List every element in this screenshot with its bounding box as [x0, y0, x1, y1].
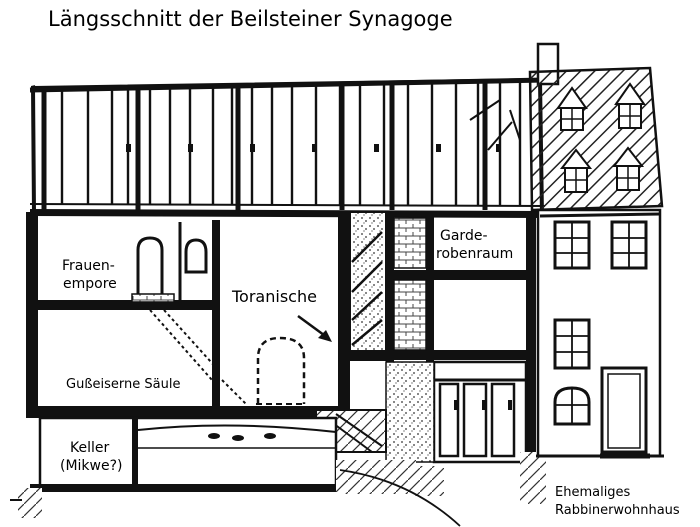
roof-structure: [29, 77, 546, 219]
gallery-stair: [149, 309, 247, 405]
torah-niche: [256, 336, 306, 405]
label-toranische: Toranische: [231, 287, 317, 306]
gallery-railing: [131, 293, 175, 303]
labels: Frauen- empore Toranische Garde- robenra…: [60, 228, 680, 518]
ground-hatch: [10, 452, 546, 527]
toranische-arrow: [297, 314, 332, 342]
synagogue-walls: [26, 211, 536, 472]
label-keller-2: (Mikwe?): [60, 458, 123, 474]
rabbi-house: [528, 42, 664, 459]
label-garderobenraum-2: robenraum: [436, 246, 513, 262]
label-frauenempore-1: Frauen-: [62, 258, 115, 274]
cellar: [30, 416, 340, 492]
gallery-windows: [136, 236, 208, 302]
label-saeule: Gußeiserne Säule: [66, 377, 180, 392]
label-garderobenraum-1: Garde-: [440, 228, 488, 244]
label-rabbiner-2: Rabbinerwohnhaus: [555, 503, 680, 518]
label-rabbiner-1: Ehemaliges: [555, 485, 631, 500]
lower-doors: [438, 382, 516, 458]
label-frauenempore-2: empore: [63, 276, 117, 292]
diagram-title: Längsschnitt der Beilsteiner Synagoge: [48, 7, 453, 31]
label-keller-1: Keller: [70, 440, 109, 456]
roof-studs: [60, 82, 522, 205]
